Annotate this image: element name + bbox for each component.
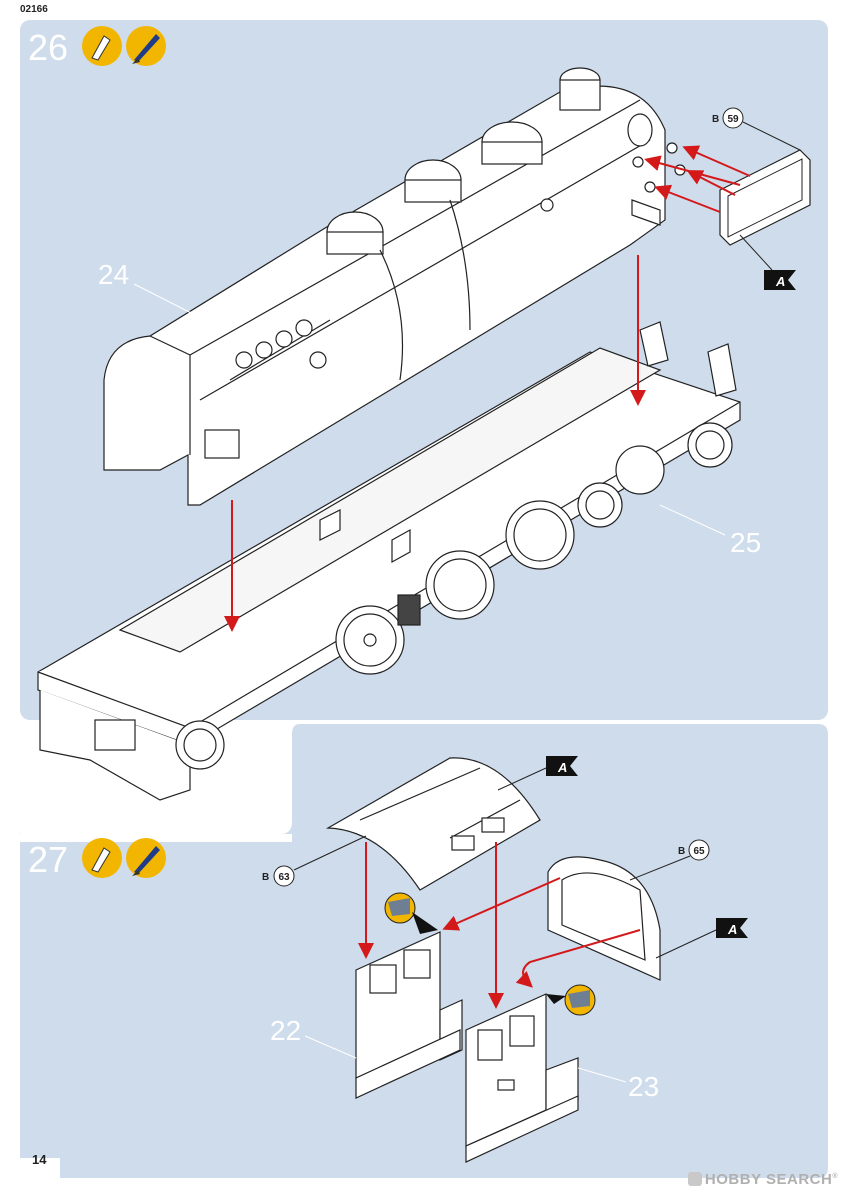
cab-rear-part: [465, 993, 579, 1163]
svg-text:63: 63: [278, 872, 290, 883]
brand-logo-icon: [687, 1172, 702, 1186]
marker-a: A: [739, 234, 796, 290]
cab-side-part: [547, 856, 661, 981]
callout-b59: B 59: [712, 107, 801, 151]
glue-tube-icon: [82, 838, 122, 878]
svg-text:A: A: [727, 922, 737, 937]
cab-roof-part: [325, 757, 541, 891]
cab-front-part: [355, 931, 463, 1099]
glue-tube-icon: [82, 26, 122, 66]
assembly-arrows: [224, 145, 751, 632]
svg-text:A: A: [775, 274, 785, 289]
svg-text:B: B: [262, 872, 269, 883]
svg-text:59: 59: [727, 114, 739, 125]
svg-text:65: 65: [693, 846, 705, 857]
svg-text:B: B: [678, 846, 685, 857]
page-number: 14: [32, 1152, 47, 1167]
marker-a: A: [655, 918, 748, 959]
step-27-number: 27: [28, 839, 68, 880]
chassis-part: [37, 321, 741, 801]
part-number-24: 24: [98, 259, 129, 290]
marker-a: A: [497, 756, 578, 791]
callout-b65: B 65: [629, 839, 710, 881]
svg-text:A: A: [557, 760, 567, 775]
cement-applicator-icon: [384, 892, 438, 934]
watermark: HOBBY SEARCH®: [687, 1171, 838, 1188]
paint-brush-icon: [126, 838, 166, 878]
boiler-part: [103, 67, 686, 506]
paint-brush-icon: [126, 26, 166, 66]
step-26-number: 26: [28, 27, 68, 68]
part-number-23: 23: [628, 1071, 659, 1102]
part-number-22: 22: [270, 1015, 301, 1046]
assembly-arrows: [358, 842, 641, 1009]
callout-b63: B 63: [262, 835, 367, 887]
svg-text:B: B: [712, 114, 719, 125]
cement-applicator-icon: [546, 984, 596, 1016]
part-number-25: 25: [730, 527, 761, 558]
kit-code: 02166: [20, 4, 48, 15]
